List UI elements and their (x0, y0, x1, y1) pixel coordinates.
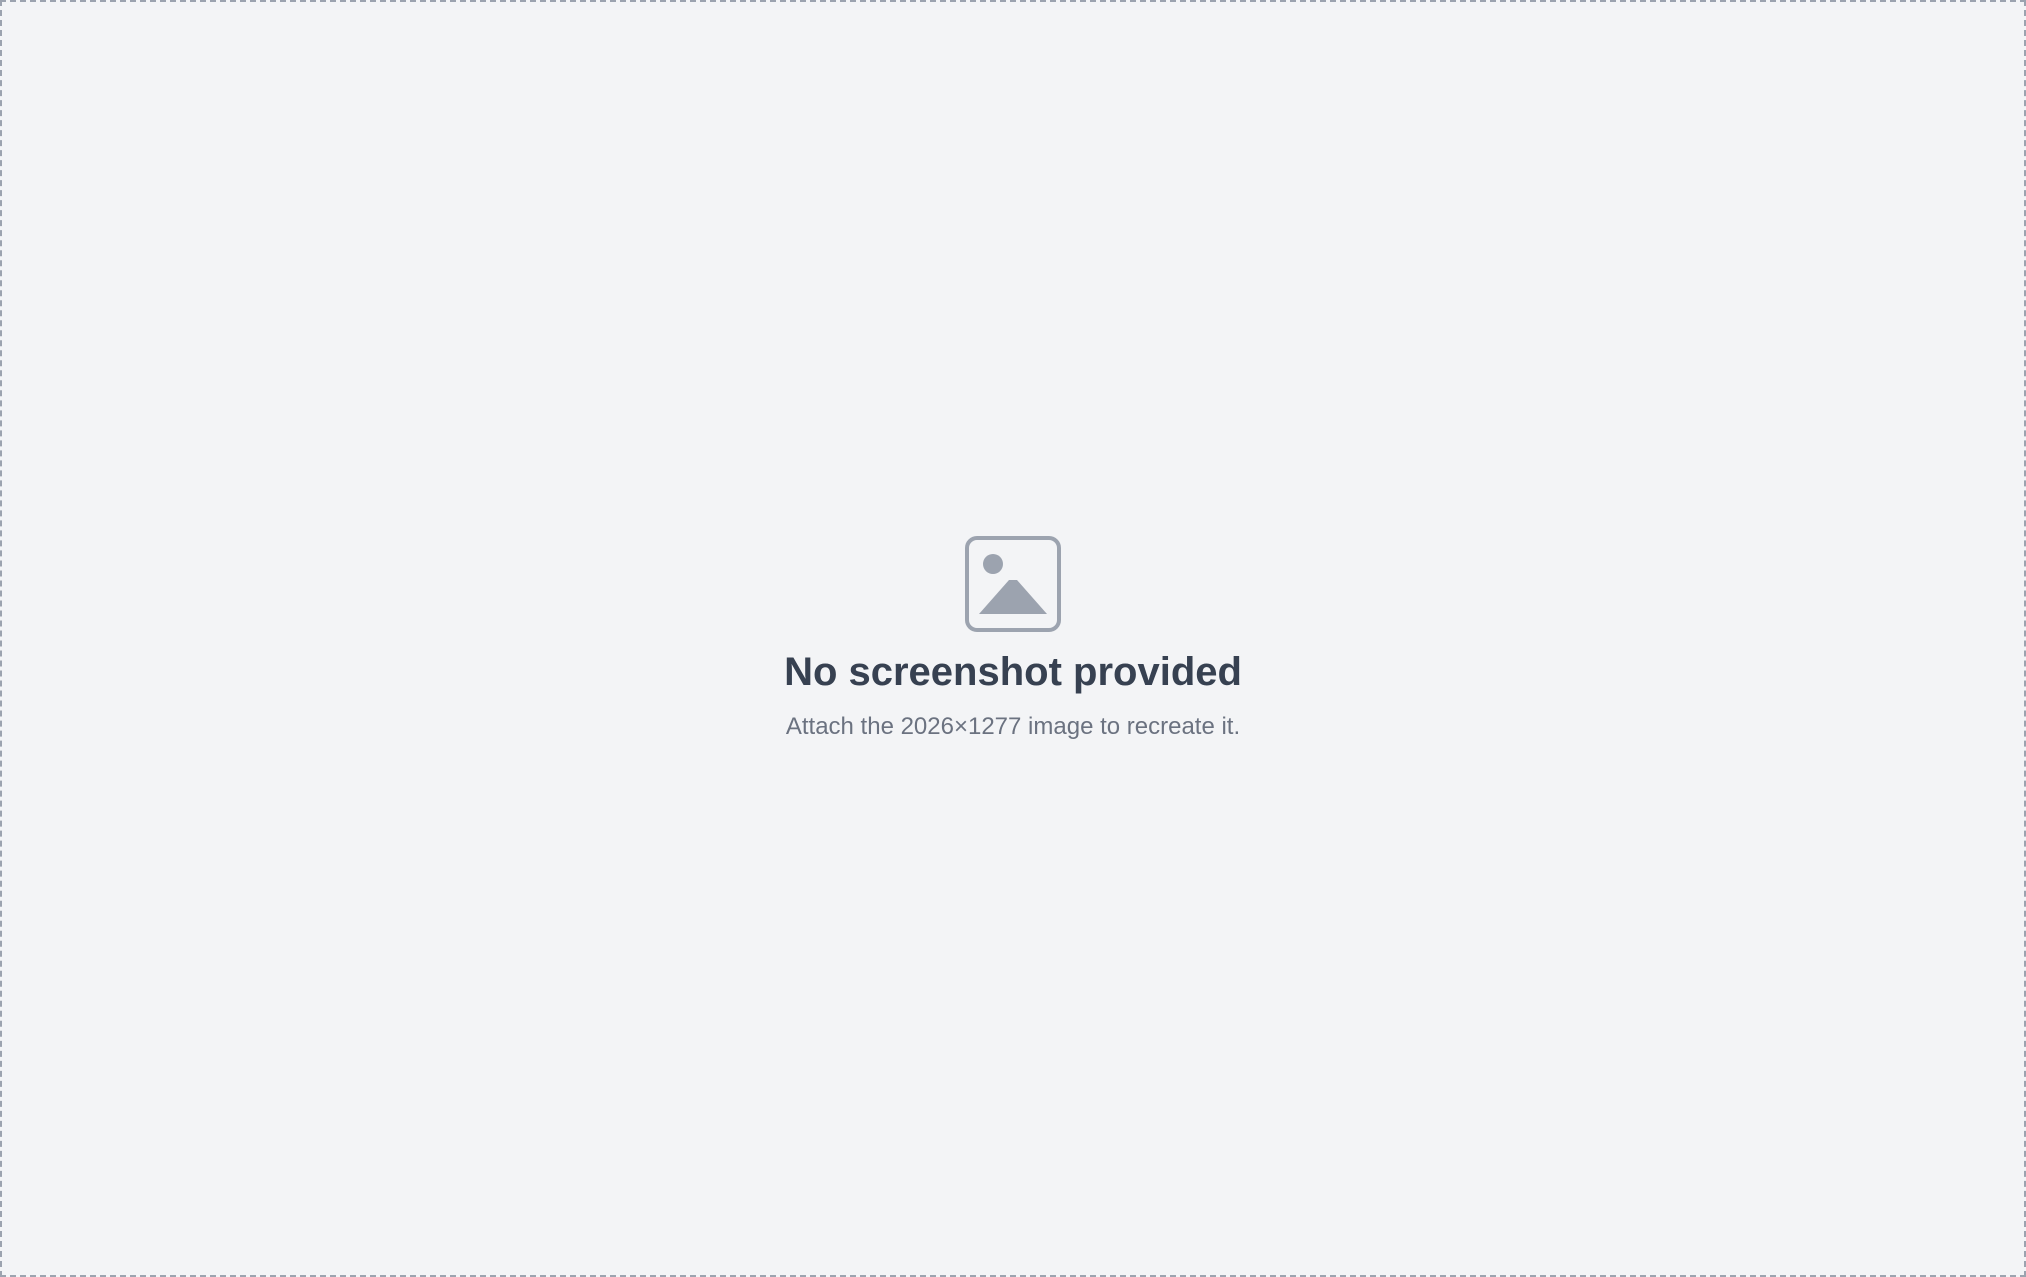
placeholder-note: Attach the 2026×1277 image to recreate i… (785, 713, 1241, 740)
missing-image-icon (965, 536, 1061, 632)
placeholder-title: No screenshot provided (784, 650, 1242, 694)
